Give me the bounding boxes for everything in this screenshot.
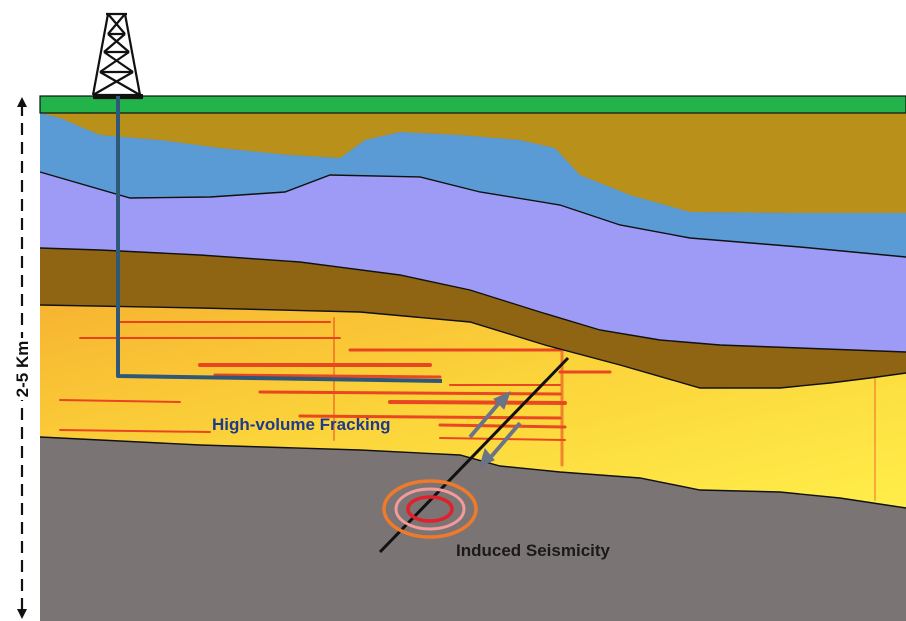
depth-label-backdrop — [13, 338, 31, 400]
drilling-rig-icon — [91, 12, 144, 100]
ochre-layer — [40, 113, 906, 213]
wellbore — [116, 96, 443, 383]
seismicity-label: Induced Seismicity — [456, 541, 611, 560]
brown-layer — [40, 248, 906, 388]
blue-layer — [40, 113, 906, 257]
layer-boundaries — [39, 171, 906, 509]
depth-label: 2-5 Km — [13, 341, 32, 398]
fault-slip-arrows-icon — [468, 391, 522, 467]
depth-arrow-down-icon — [17, 609, 27, 619]
depth-arrow-up-icon — [17, 97, 27, 107]
depth-scale: 2-5 Km — [13, 97, 32, 619]
reservoir-streaks — [59, 317, 876, 501]
strata — [39, 95, 906, 621]
reservoir-layer — [40, 305, 906, 508]
lavender-layer — [40, 172, 906, 352]
fracking-label: High-volume Fracking — [212, 415, 391, 434]
seismic-rings-icon — [382, 479, 478, 539]
fault-line — [378, 356, 570, 554]
ground-surface — [39, 95, 906, 114]
